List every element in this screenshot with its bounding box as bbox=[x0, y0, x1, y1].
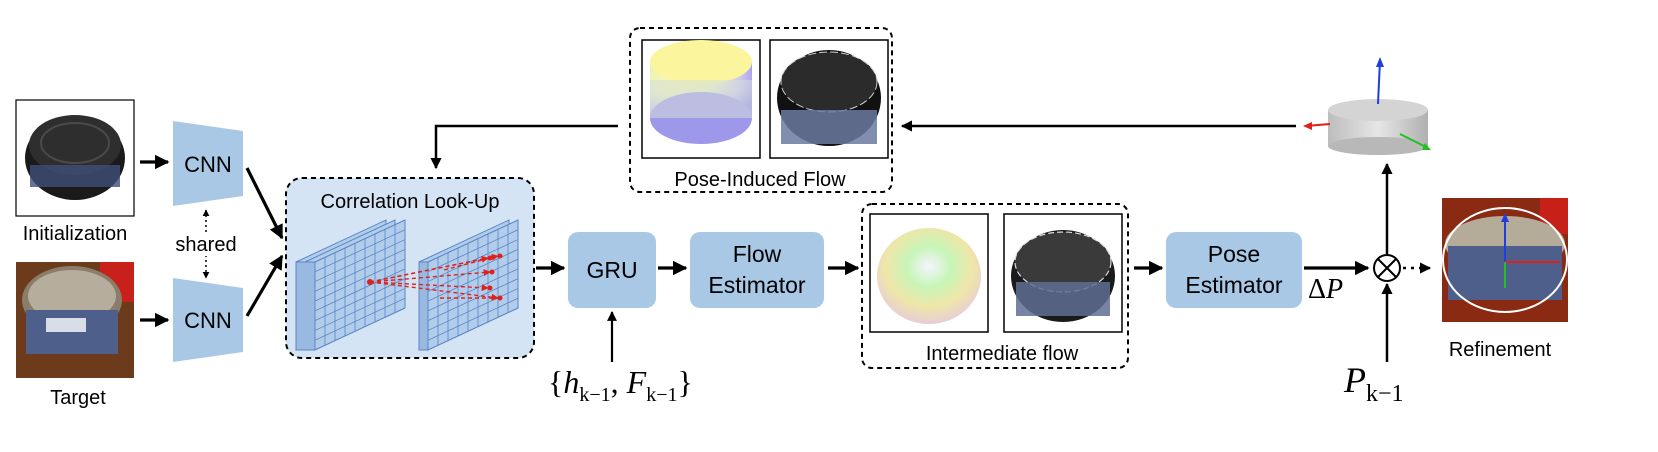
delta-pose-label: ΔP bbox=[1308, 274, 1343, 305]
lookup-points bbox=[487, 253, 503, 301]
y-axis bbox=[1399, 133, 1429, 149]
target-image bbox=[16, 262, 134, 378]
z-axis bbox=[1377, 59, 1381, 105]
correlation-lines bbox=[369, 253, 499, 301]
cnn-top-label: CNN bbox=[184, 152, 232, 177]
prev-pose-label: Pk−1 bbox=[1343, 360, 1404, 407]
target-label: Target bbox=[50, 387, 106, 409]
flow-estimator-line2: Estimator bbox=[708, 272, 805, 298]
pose-estimator-line2: Estimator bbox=[1185, 272, 1282, 298]
rendered-pose-model bbox=[1303, 57, 1431, 155]
gru-block: GRU bbox=[568, 232, 656, 308]
refinement-label: Refinement bbox=[1449, 339, 1552, 361]
flow-estimator-block: Flow Estimator bbox=[690, 232, 824, 308]
hidden-state-input: {hk−1, Fk−1} bbox=[548, 364, 693, 406]
pose-induced-flow-group: Pose-Induced Flow bbox=[629, 27, 893, 193]
refinement-image bbox=[1442, 198, 1568, 322]
pose-estimator-block: Pose Estimator bbox=[1166, 232, 1302, 308]
intermediate-flow-label: Intermediate flow bbox=[926, 343, 1079, 365]
feature-volume-right bbox=[418, 219, 519, 351]
arrow-cnn-bottom-to-corr bbox=[245, 254, 284, 317]
x-axis-head bbox=[1303, 122, 1312, 130]
arrow-cnn-top-to-corr bbox=[245, 167, 284, 240]
cnn-bottom-label: CNN bbox=[184, 308, 232, 333]
cnn-bottom: CNN bbox=[173, 278, 243, 362]
y-axis-head bbox=[1422, 143, 1431, 150]
feature-volume-left bbox=[295, 219, 406, 351]
pose-composition-operator bbox=[1373, 254, 1401, 282]
pose-estimator-line1: Pose bbox=[1208, 241, 1260, 267]
shared-label: shared bbox=[175, 234, 236, 256]
pose-induced-flow-label: Pose-Induced Flow bbox=[674, 169, 846, 191]
initialization-image bbox=[15, 99, 135, 217]
correlation-lookup-block: Correlation Look-Up bbox=[285, 177, 535, 359]
cnn-top: CNN bbox=[173, 121, 243, 206]
flow-estimator-line1: Flow bbox=[733, 241, 782, 267]
z-axis-head bbox=[1376, 57, 1384, 67]
pose-induced-warped-image bbox=[769, 39, 889, 159]
query-point bbox=[367, 279, 373, 285]
intermediate-flow-image bbox=[869, 213, 989, 333]
shared-label-bg bbox=[166, 232, 246, 256]
gru-label: GRU bbox=[586, 257, 637, 283]
initialization-label: Initialization bbox=[23, 223, 128, 245]
pose-induced-flow-image bbox=[641, 39, 761, 159]
intermediate-warped-image bbox=[1003, 213, 1123, 333]
arrow-pose-induced-to-corr bbox=[430, 124, 618, 170]
correlation-title: Correlation Look-Up bbox=[321, 191, 500, 213]
intermediate-flow-group: Intermediate flow bbox=[861, 203, 1129, 369]
